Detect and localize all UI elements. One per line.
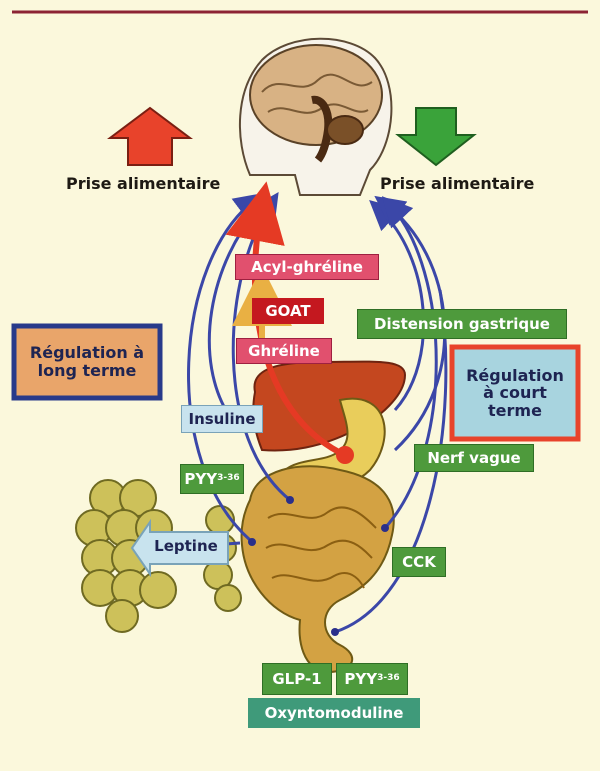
oxyntomoduline-label: Oxyntomoduline [248, 698, 420, 728]
digestive-tract [240, 397, 395, 674]
increase-arrow [107, 106, 193, 166]
cck-label: CCK [392, 547, 446, 577]
long-term-panel [11, 323, 163, 401]
food-intake-increase-label: Prise alimentaire [66, 174, 221, 193]
decrease-arrow [395, 107, 477, 167]
head-illustration [238, 37, 393, 196]
leptine-arrow [130, 518, 229, 578]
acyl-ghreline-label: Acyl-ghréline [235, 254, 379, 280]
insuline-label: Insuline [181, 405, 263, 433]
goat-label: GOAT [252, 298, 324, 324]
adipose-tissue [75, 479, 242, 633]
food-intake-decrease-label: Prise alimentaire [380, 174, 535, 193]
ghreline-label: Ghréline [236, 338, 332, 364]
short-term-regulation-label: Régulation à court terme [466, 365, 564, 420]
nerf-vague-label: Nerf vague [414, 444, 534, 472]
distension-gastrique-label: Distension gastrique [357, 309, 567, 339]
ghrelin-source-dot [336, 446, 354, 464]
short-term-panel [449, 344, 581, 442]
glp-1-label: GLP-1 [262, 663, 332, 695]
leptine-label: Leptine [154, 537, 218, 555]
long-term-regulation-label: Régulation à long terme [29, 343, 145, 380]
